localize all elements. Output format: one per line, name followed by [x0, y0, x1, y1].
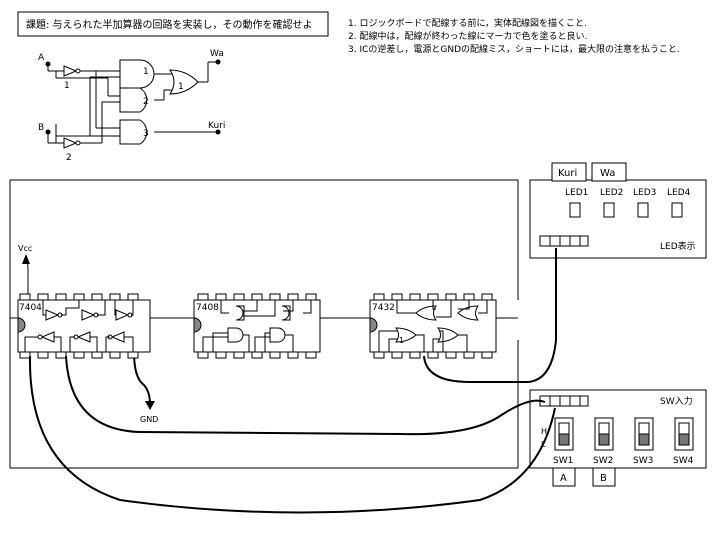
chip-7432-notch	[369, 317, 378, 333]
half-adder-schematic: A 1 B 2 1 2	[38, 49, 225, 163]
not-gate-2-label: 2	[66, 153, 72, 163]
and-gate-2-label: 2	[143, 97, 149, 107]
output-kuri-label: Kuri	[208, 121, 225, 131]
chip-7408-label: 7408	[196, 303, 219, 313]
vcc-label: Vcc	[18, 244, 32, 253]
out-box-wa	[591, 162, 627, 182]
assignment-title: 課題: 与えられた半加算器の回路を実装し，その動作を確認せよ	[26, 18, 313, 31]
gnd-label: GND	[140, 415, 158, 424]
led-panel: Kuri Wa LED1 LED2 LED3 LED4 LED表示	[529, 162, 707, 259]
wire-sw1-to-7404	[65, 355, 546, 436]
logic-board: Vcc GND	[9, 179, 519, 469]
instruction-3: 3. ICの逆差し，電源とGNDの配線ミス，ショートには，最大限の注意を払うこと…	[348, 43, 680, 55]
wire-or-to-led	[423, 248, 557, 383]
out-box-kuri-label: Kuri	[558, 168, 577, 179]
not-gate-1-label: 1	[64, 81, 70, 91]
gnd-arrow-icon	[145, 401, 155, 410]
input-box-a	[552, 467, 576, 487]
input-box-b-label: B	[600, 473, 607, 484]
not-gate-2	[63, 137, 78, 149]
led2	[603, 202, 615, 218]
switch-3-label: SW3	[633, 456, 653, 466]
assignment-title-box: 課題: 与えられた半加算器の回路を実装し，その動作を確認せよ	[17, 11, 329, 37]
chip-7404-body	[17, 299, 151, 353]
led4	[671, 202, 683, 218]
switch-panel: SW入力 H L SW1 SW2 SW3 SW4 A B	[529, 389, 707, 487]
instruction-1: 1. ロジックボードで配線する前に，実体配線図を描くこと.	[348, 17, 587, 29]
and-gate-3-label: 3	[143, 129, 149, 139]
and-gate-1-label: 1	[143, 67, 149, 77]
chip-7432: 7432 1	[369, 293, 497, 359]
or-gate-marker: 1	[399, 336, 404, 345]
led-connector-3	[559, 235, 571, 247]
led-connector-4	[569, 235, 581, 247]
switch-2-label: SW2	[593, 456, 613, 466]
chip-7432-label: 7432	[372, 303, 395, 313]
chip-7404-label: 7404	[19, 303, 42, 313]
led3-label: LED3	[633, 188, 656, 198]
input-box-b	[592, 467, 616, 487]
instruction-2: 2. 配線中は，配線が終わった線にマーカで色を塗ると良い.	[348, 30, 587, 42]
vcc-arrow-icon	[22, 254, 30, 264]
or-gate-1	[169, 69, 199, 95]
or-gate-1-label: 1	[178, 82, 184, 92]
output-kuri-terminal	[215, 129, 221, 135]
input-a-label: A	[38, 53, 45, 63]
led-connector-2	[549, 235, 561, 247]
out-box-wa-label: Wa	[600, 168, 615, 179]
chip-7408: 7408	[193, 293, 321, 359]
jumper-wires	[28, 248, 557, 514]
and-gate-2	[119, 87, 148, 113]
wire-sw2-to-7404	[28, 355, 556, 514]
led-connector-1	[539, 235, 551, 247]
led4-label: LED4	[667, 188, 691, 198]
and-gate-1	[119, 59, 155, 89]
switch-panel-title: SW入力	[660, 395, 693, 407]
input-b-label: B	[38, 123, 44, 133]
switch-1-label: SW1	[553, 456, 573, 466]
instructions: 1. ロジックボードで配線する前に，実体配線図を描くこと. 2. 配線中は，配線…	[348, 17, 680, 55]
sw-connector-2	[549, 395, 561, 407]
sw-connector-4	[569, 395, 581, 407]
input-box-a-label: A	[560, 473, 567, 484]
chip-7404: 7404	[17, 293, 151, 359]
led1	[569, 202, 581, 218]
out-box-kuri	[551, 162, 587, 182]
led1-label: LED1	[565, 188, 588, 198]
output-wa-terminal	[215, 59, 221, 65]
not-gate-1	[63, 65, 78, 77]
led-panel-title: LED表示	[660, 240, 696, 252]
and-gate-3	[119, 119, 148, 145]
led3	[637, 202, 649, 218]
output-wa-label: Wa	[210, 49, 224, 59]
chip-7404-notch	[17, 317, 26, 333]
led2-label: LED2	[600, 188, 623, 198]
chip-7408-notch	[193, 317, 202, 333]
switch-h-label: H	[541, 427, 547, 436]
switch-4-label: SW4	[673, 456, 694, 466]
sw-connector-3	[559, 395, 571, 407]
